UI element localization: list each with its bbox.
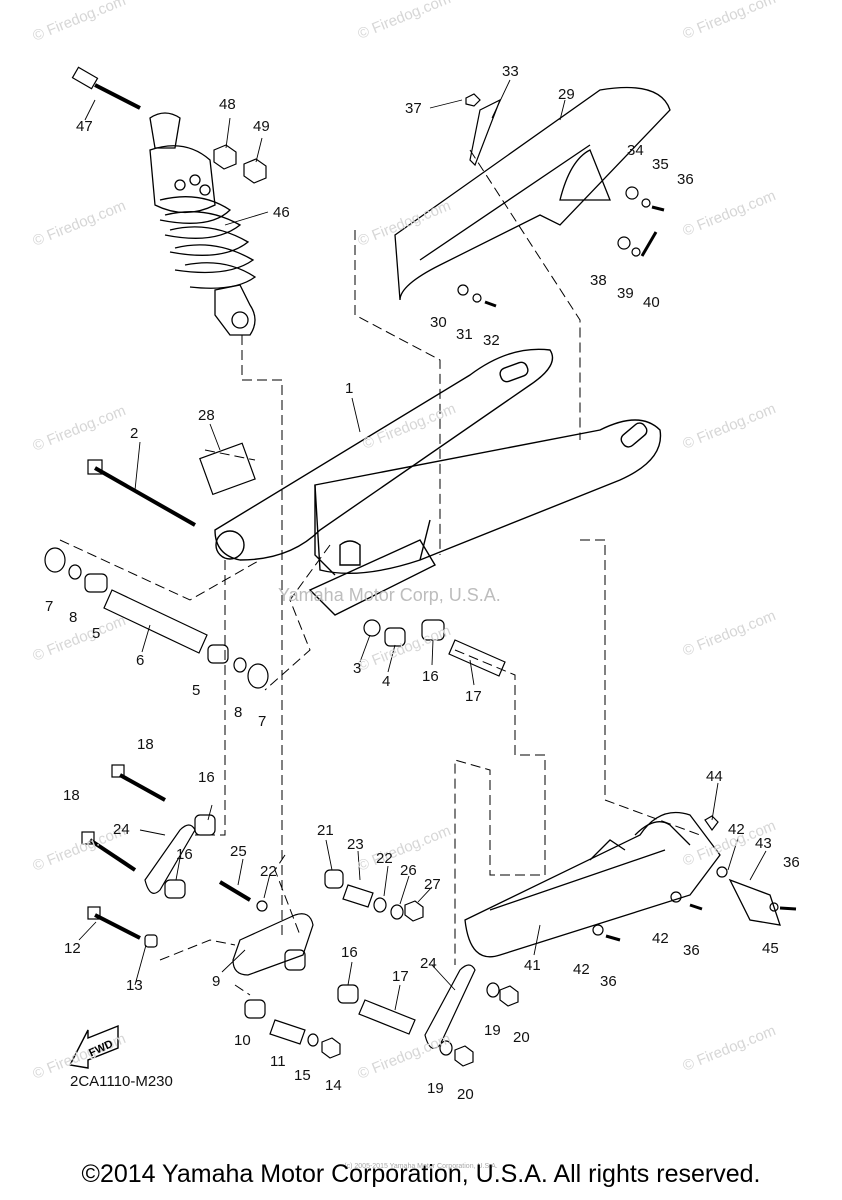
callout-7: 7 — [258, 713, 267, 730]
callout-39: 39 — [617, 285, 634, 302]
chain-case — [464, 811, 781, 958]
callout-41: 41 — [524, 957, 541, 974]
callout-36: 36 — [783, 854, 800, 871]
callout-36: 36 — [677, 171, 694, 188]
callout-19: 19 — [427, 1080, 444, 1097]
callout-46: 46 — [273, 204, 290, 221]
fine-print: (c) 2005-2015 Yamaha Motor Corporation, … — [344, 1163, 498, 1170]
callout-8: 8 — [234, 704, 243, 721]
callout-29: 29 — [558, 86, 575, 103]
callout-16: 16 — [341, 944, 358, 961]
callout-34: 34 — [627, 142, 644, 159]
callout-13: 13 — [126, 977, 143, 994]
callout-12: 12 — [64, 940, 81, 957]
callout-18: 18 — [63, 787, 80, 804]
callout-42: 42 — [728, 821, 745, 838]
callout-11: 11 — [270, 1053, 286, 1070]
callout-16: 16 — [422, 668, 439, 685]
callout-23: 23 — [347, 836, 364, 853]
callout-38: 38 — [590, 272, 607, 289]
callout-20: 20 — [513, 1029, 530, 1046]
diagram-code: 2CA1110-M230 — [70, 1073, 173, 1090]
callout-18: 18 — [137, 736, 154, 753]
callout-32: 32 — [483, 332, 500, 349]
callout-3: 3 — [353, 660, 362, 677]
fwd-arrow-label: FWD — [87, 1038, 115, 1059]
callout-24: 24 — [113, 821, 130, 838]
callout-35: 35 — [652, 156, 669, 173]
callout-22: 22 — [376, 850, 393, 867]
center-watermark: Yamaha Motor Corp, U.S.A. — [278, 585, 501, 605]
callout-7: 7 — [45, 598, 54, 615]
callout-14: 14 — [325, 1077, 342, 1094]
callout-22: 22 — [260, 863, 277, 880]
callout-26: 26 — [400, 862, 417, 879]
callout-30: 30 — [430, 314, 447, 331]
callout-49: 49 — [253, 118, 270, 135]
swing-arm — [214, 348, 662, 616]
callout-37: 37 — [405, 100, 422, 117]
callout-19: 19 — [484, 1022, 501, 1039]
callout-36: 36 — [683, 942, 700, 959]
callout-42: 42 — [573, 961, 590, 978]
callout-28: 28 — [198, 407, 215, 424]
callout-20: 20 — [457, 1086, 474, 1103]
callout-1: 1 — [345, 380, 354, 397]
callout-36: 36 — [600, 973, 617, 990]
callout-2: 2 — [130, 425, 139, 442]
callout-4: 4 — [382, 673, 391, 690]
callout-43: 43 — [755, 835, 772, 852]
callout-8: 8 — [69, 609, 78, 626]
callout-25: 25 — [230, 843, 247, 860]
callout-21: 21 — [317, 822, 334, 839]
callout-17: 17 — [392, 968, 409, 985]
callout-48: 48 — [219, 96, 236, 113]
callout-10: 10 — [234, 1032, 251, 1049]
callout-5: 5 — [92, 625, 101, 642]
callout-17: 17 — [465, 688, 482, 705]
bolt-47 — [71, 66, 141, 110]
callout-16: 16 — [198, 769, 215, 786]
chain-guard — [394, 86, 671, 301]
callout-15: 15 — [294, 1067, 311, 1084]
callout-16: 16 — [176, 846, 193, 863]
callout-27: 27 — [424, 876, 441, 893]
callout-31: 31 — [456, 326, 473, 343]
callout-33: 33 — [502, 63, 519, 80]
callout-47: 47 — [76, 118, 93, 135]
fwd-arrow — [68, 1024, 119, 1069]
callout-42: 42 — [652, 930, 669, 947]
callout-9: 9 — [212, 973, 221, 990]
fwd-text: FWD — [87, 1038, 115, 1059]
callout-5: 5 — [192, 682, 201, 699]
shock-absorber — [149, 112, 257, 336]
callout-45: 45 — [762, 940, 779, 957]
callout-24: 24 — [420, 955, 437, 972]
callout-44: 44 — [706, 768, 723, 785]
callout-6: 6 — [136, 652, 145, 669]
copyright: ©2014 Yamaha Motor Corporation, U.S.A. A… — [81, 1160, 761, 1188]
callout-40: 40 — [643, 294, 660, 311]
